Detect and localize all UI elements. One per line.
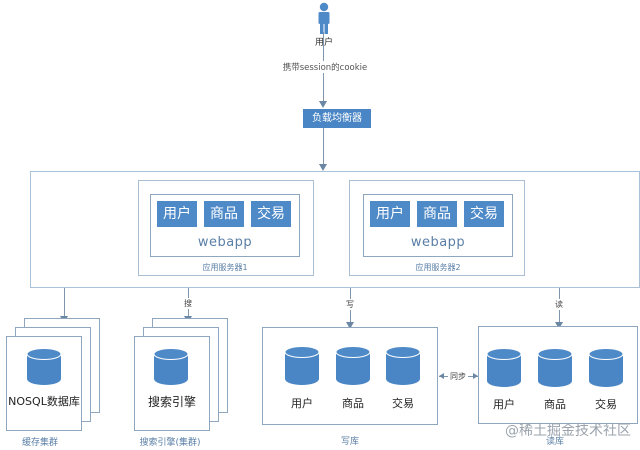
database-icon <box>385 346 421 385</box>
write-table-trade: 交易 <box>392 397 414 410</box>
database-icon <box>588 348 624 387</box>
connector-cache <box>64 288 65 318</box>
user-node <box>316 2 332 36</box>
write-table-goods: 商品 <box>342 397 364 410</box>
module-goods: 商品 <box>204 201 244 227</box>
session-label: 携带session的cookie <box>270 61 380 73</box>
arrow-down-icon <box>346 322 354 329</box>
write-edge-label: 写 <box>343 299 357 310</box>
write-db-caption: 写库 <box>340 437 359 447</box>
database-icon <box>26 348 62 385</box>
read-table-trade: 交易 <box>595 398 617 411</box>
arrow-left-icon <box>439 373 444 379</box>
user-label: 用户 <box>304 35 344 48</box>
module-user: 用户 <box>370 201 410 227</box>
module-trade: 交易 <box>464 201 504 227</box>
read-table-user: 用户 <box>493 398 515 411</box>
person-icon <box>318 2 330 34</box>
server-caption: 应用服务器1 <box>202 263 248 272</box>
search-edge-label: 搜 <box>181 298 195 309</box>
module-user: 用户 <box>157 201 197 227</box>
webapp-label: webapp <box>197 235 253 250</box>
arrow-down-icon <box>319 101 327 108</box>
watermark: @稀土掘金技术社区 <box>505 423 631 439</box>
server-cluster-frame <box>30 171 640 288</box>
arrow-down-icon <box>555 322 563 329</box>
module-goods: 商品 <box>417 201 457 227</box>
arrow-right-icon <box>473 373 478 379</box>
write-table-user: 用户 <box>291 397 313 410</box>
read-db-caption: 读库 <box>545 437 564 447</box>
arrow-down-icon <box>319 164 327 171</box>
load-balancer: 负载均衡器 <box>303 109 371 128</box>
search-cluster-caption: 搜索引擎(集群) <box>139 438 201 448</box>
read-edge-label: 读 <box>552 299 566 310</box>
module-trade: 交易 <box>251 201 291 227</box>
database-icon <box>486 348 522 387</box>
webapp-label: webapp <box>410 235 466 250</box>
server-caption: 应用服务器2 <box>415 263 461 272</box>
read-table-goods: 商品 <box>544 398 566 411</box>
nosql-label: NOSQL数据库 <box>8 395 80 408</box>
cache-cluster-caption: 缓存集群 <box>21 438 58 448</box>
database-icon <box>284 346 320 385</box>
database-icon <box>153 348 189 385</box>
database-icon <box>537 348 573 387</box>
sync-label: 同步 <box>448 371 468 382</box>
database-icon <box>335 346 371 385</box>
search-engine-label: 搜索引擎 <box>147 395 196 409</box>
connector-lb-servers <box>323 128 324 166</box>
